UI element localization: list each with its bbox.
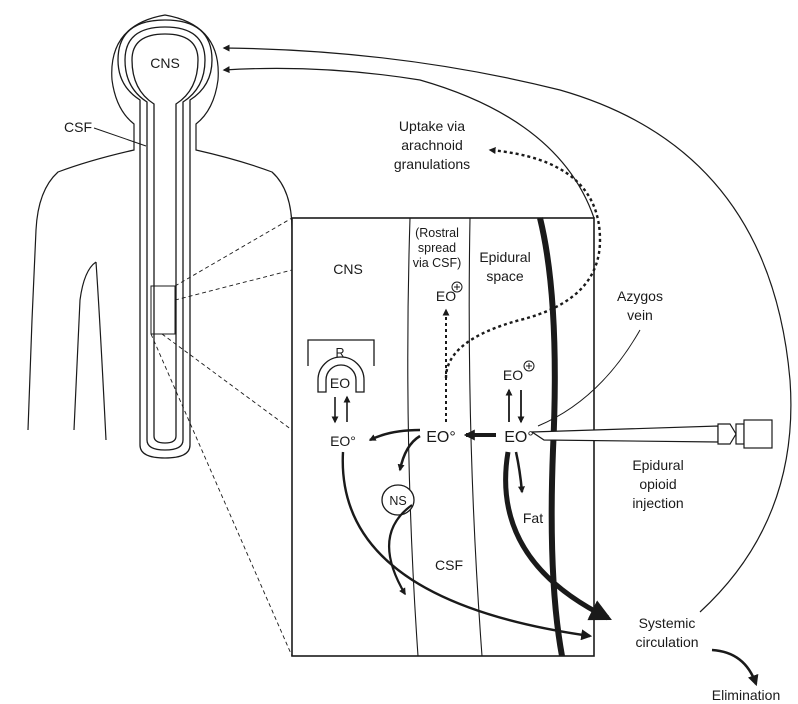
elimination-arrow	[712, 650, 756, 684]
rostral-label-line1: (Rostral	[415, 226, 459, 240]
eo-free-cns-label: EO°	[330, 433, 356, 449]
epidural-space-line1: Epidural	[479, 249, 530, 265]
eo-bound-label: EO	[330, 375, 350, 391]
rostral-label-line2: spread	[418, 241, 456, 255]
cns-head-label: CNS	[150, 55, 180, 71]
epidural-space-line2: space	[486, 268, 524, 284]
systemic-label-line1: Systemic	[639, 615, 696, 631]
arm-left-inner	[74, 262, 96, 430]
azygos-label-line1: Azygos	[617, 288, 663, 304]
cns-head-structure	[118, 20, 212, 458]
azygos-label-line2: vein	[627, 307, 653, 323]
csf-leader-line	[94, 128, 146, 146]
cns-panel-label: CNS	[333, 261, 363, 277]
uptake-label-line1: Uptake via	[399, 118, 465, 134]
uptake-label-line3: granulations	[394, 156, 470, 172]
uptake-label-line2: arachnoid	[401, 137, 463, 153]
csf-panel-label: CSF	[435, 557, 463, 573]
injection-label-line1: Epidural	[632, 457, 683, 473]
eo-csf-label: EO°	[426, 429, 456, 446]
rostral-label-line3: via CSF)	[413, 256, 462, 270]
injection-label-line2: opioid	[639, 476, 676, 492]
elimination-label: Elimination	[712, 687, 780, 703]
injection-label-line3: injection	[632, 495, 683, 511]
receptor-label: R	[335, 346, 344, 360]
eo-plus-epidural-label: EO	[503, 367, 523, 383]
torso-left	[96, 262, 106, 440]
csf-body-label: CSF	[64, 119, 92, 135]
fat-label: Fat	[523, 510, 543, 526]
eo-epidural-label: EO°	[504, 429, 534, 446]
ns-label: NS	[389, 494, 406, 508]
systemic-label-line2: circulation	[635, 634, 698, 650]
